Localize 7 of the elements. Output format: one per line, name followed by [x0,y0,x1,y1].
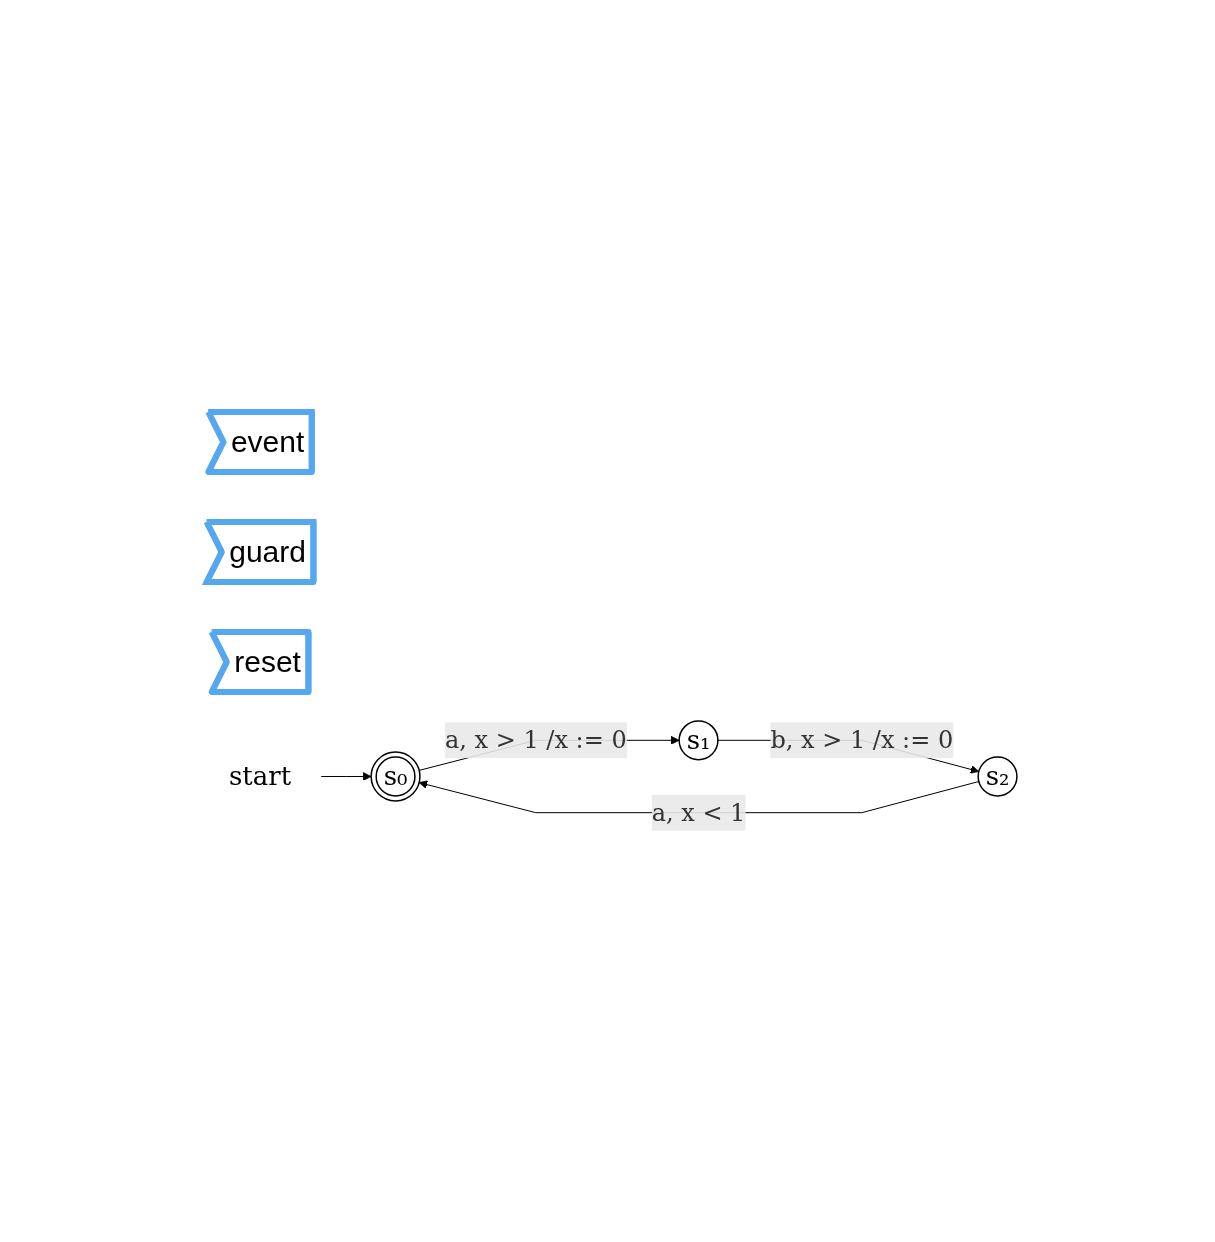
node-circle: s₂ [976,756,1018,797]
edge-label: a, x > 1 /x := 0 [444,725,627,754]
node-text: start [228,760,291,791]
edge-label: b, x > 1 /x := 0 [769,725,953,754]
edge-label: a, x < 1 [651,798,745,827]
node-circle: s₁ [677,719,719,761]
node-circle: s₀ [369,751,421,802]
